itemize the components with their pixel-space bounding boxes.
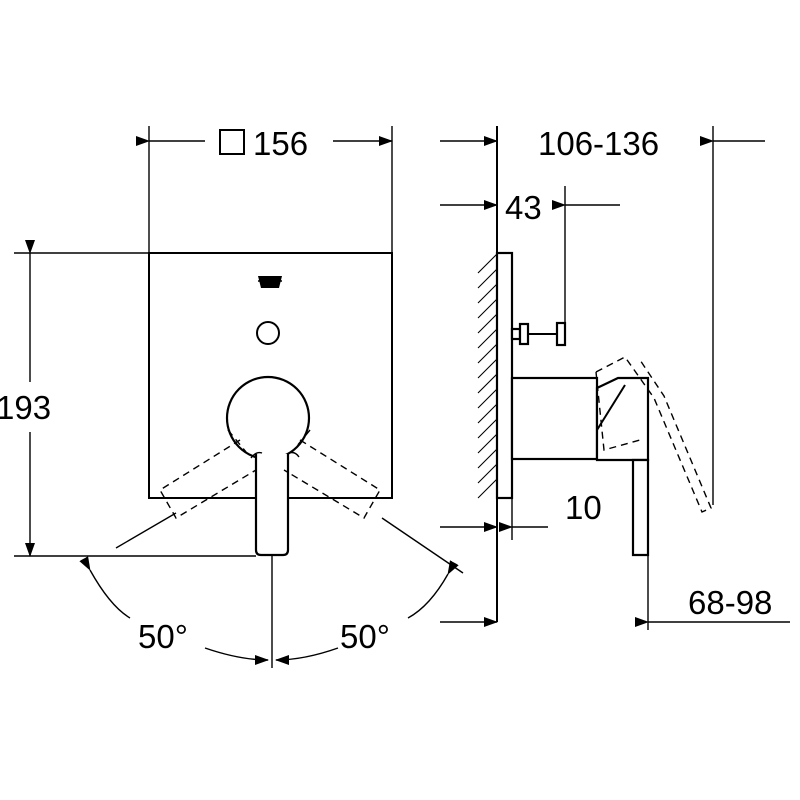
lever-side — [595, 376, 650, 462]
diverter-spindle — [518, 322, 530, 346]
rosette-to-spindle: 43 — [505, 189, 542, 226]
diverter-indicator-icon — [258, 276, 282, 288]
width-value: 156 — [253, 125, 308, 162]
angle-right: 50° — [340, 618, 390, 655]
handle-hub — [225, 375, 311, 461]
wall-hatching — [477, 253, 498, 499]
side-view — [440, 126, 790, 630]
depth-range-total: 106-136 — [538, 125, 659, 162]
height-value: 193 — [0, 389, 51, 426]
handle-body — [510, 376, 599, 461]
angle-left: 50° — [138, 618, 188, 655]
lever-rotated-left — [159, 439, 257, 519]
lever-rotated-right — [283, 439, 381, 519]
plate-profile — [495, 251, 514, 500]
lever-raised-dashed — [595, 356, 712, 513]
diverter-knob — [256, 321, 280, 345]
wall-offset: 10 — [565, 489, 602, 526]
square-symbol — [219, 129, 245, 155]
lever — [254, 454, 290, 557]
lever-depth-range: 68-98 — [688, 584, 772, 621]
front-view — [14, 126, 464, 668]
